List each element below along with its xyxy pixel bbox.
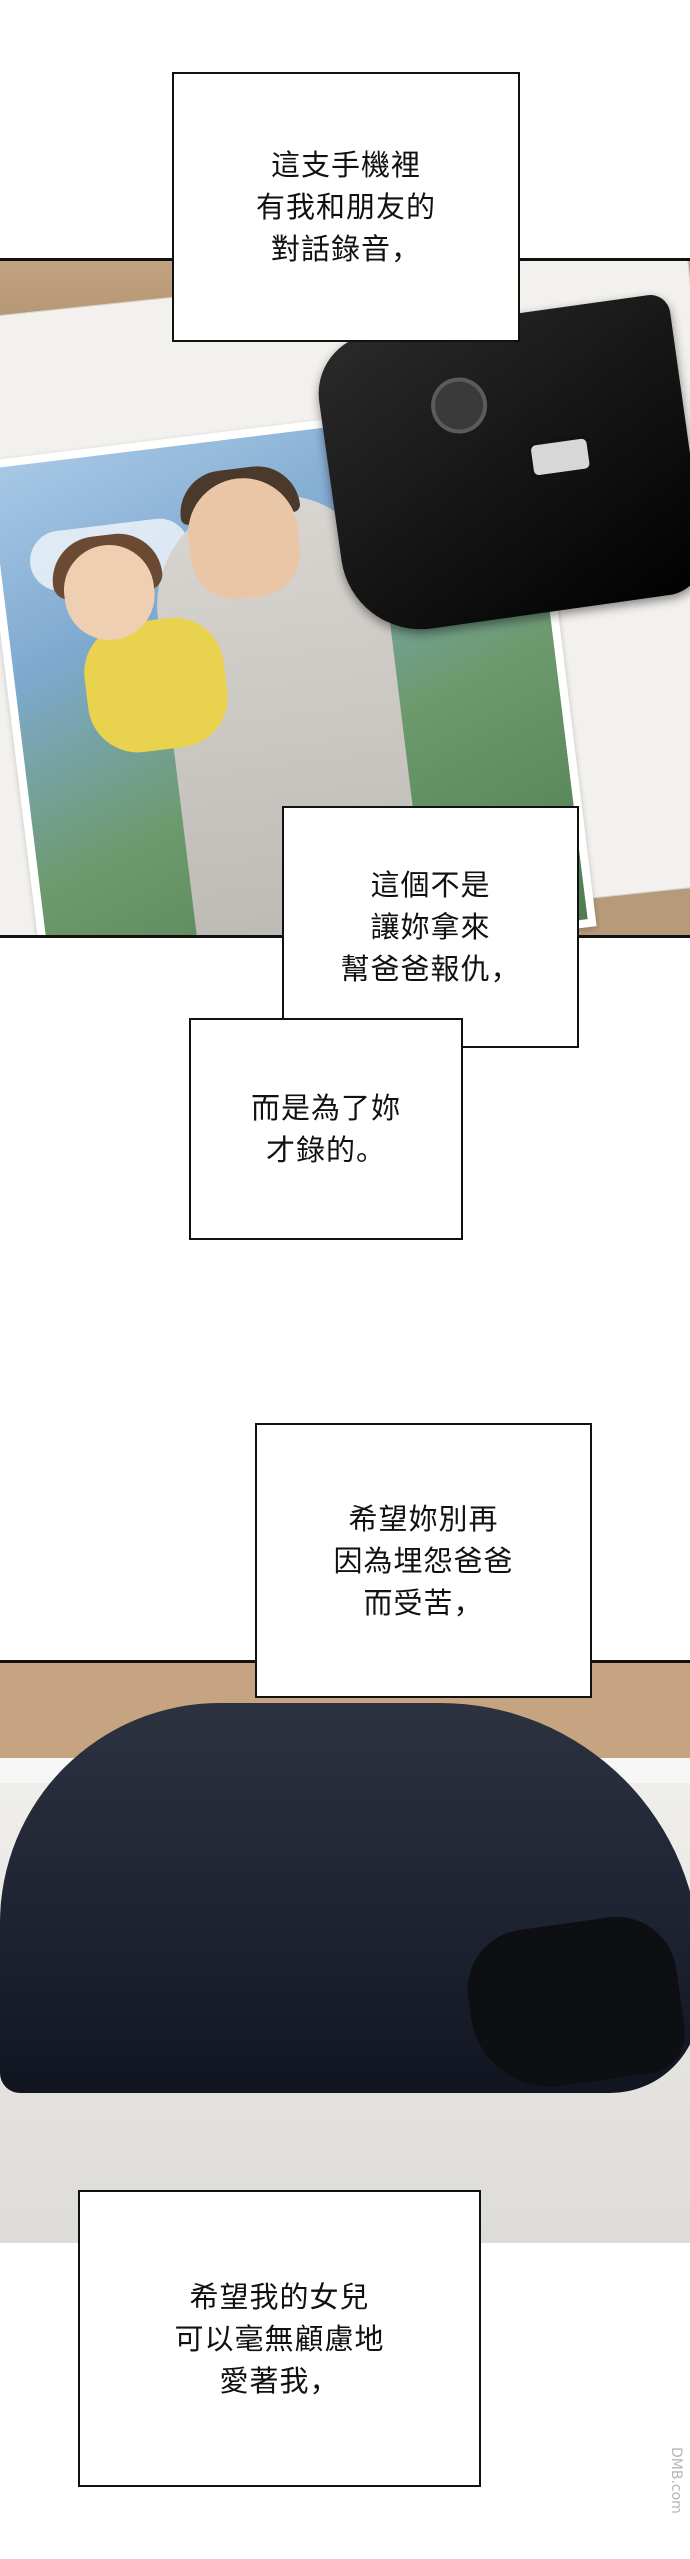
caption-text-4: 希望妳別再 因為埋怨爸爸 而受苦，: [333, 1501, 514, 1620]
caption-box-1: 這支手機裡 有我和朋友的 對話錄音，: [172, 72, 520, 342]
voice-recorder: [310, 292, 690, 640]
caption-box-5: 希望我的女兒 可以毫無顧慮地 愛著我，: [78, 2190, 481, 2487]
caption-box-3: 而是為了妳 才錄的。: [189, 1018, 463, 1240]
recorder-lens: [427, 373, 491, 438]
panel-kneeling-figure: [0, 1660, 690, 2243]
caption-box-4: 希望妳別再 因為埋怨爸爸 而受苦，: [255, 1423, 592, 1698]
caption-text-5: 希望我的女兒 可以毫無顧慮地 愛著我，: [174, 2279, 385, 2398]
caption-text-2: 這個不是 讓妳拿來 幫爸爸報仇，: [340, 868, 521, 986]
watermark: DMB.com: [668, 2446, 684, 2514]
caption-box-2: 這個不是 讓妳拿來 幫爸爸報仇，: [282, 806, 579, 1048]
caption-text-3: 而是為了妳 才錄的。: [250, 1091, 401, 1167]
caption-text-1: 這支手機裡 有我和朋友的 對話錄音，: [255, 148, 436, 266]
recorder-button: [527, 434, 594, 480]
